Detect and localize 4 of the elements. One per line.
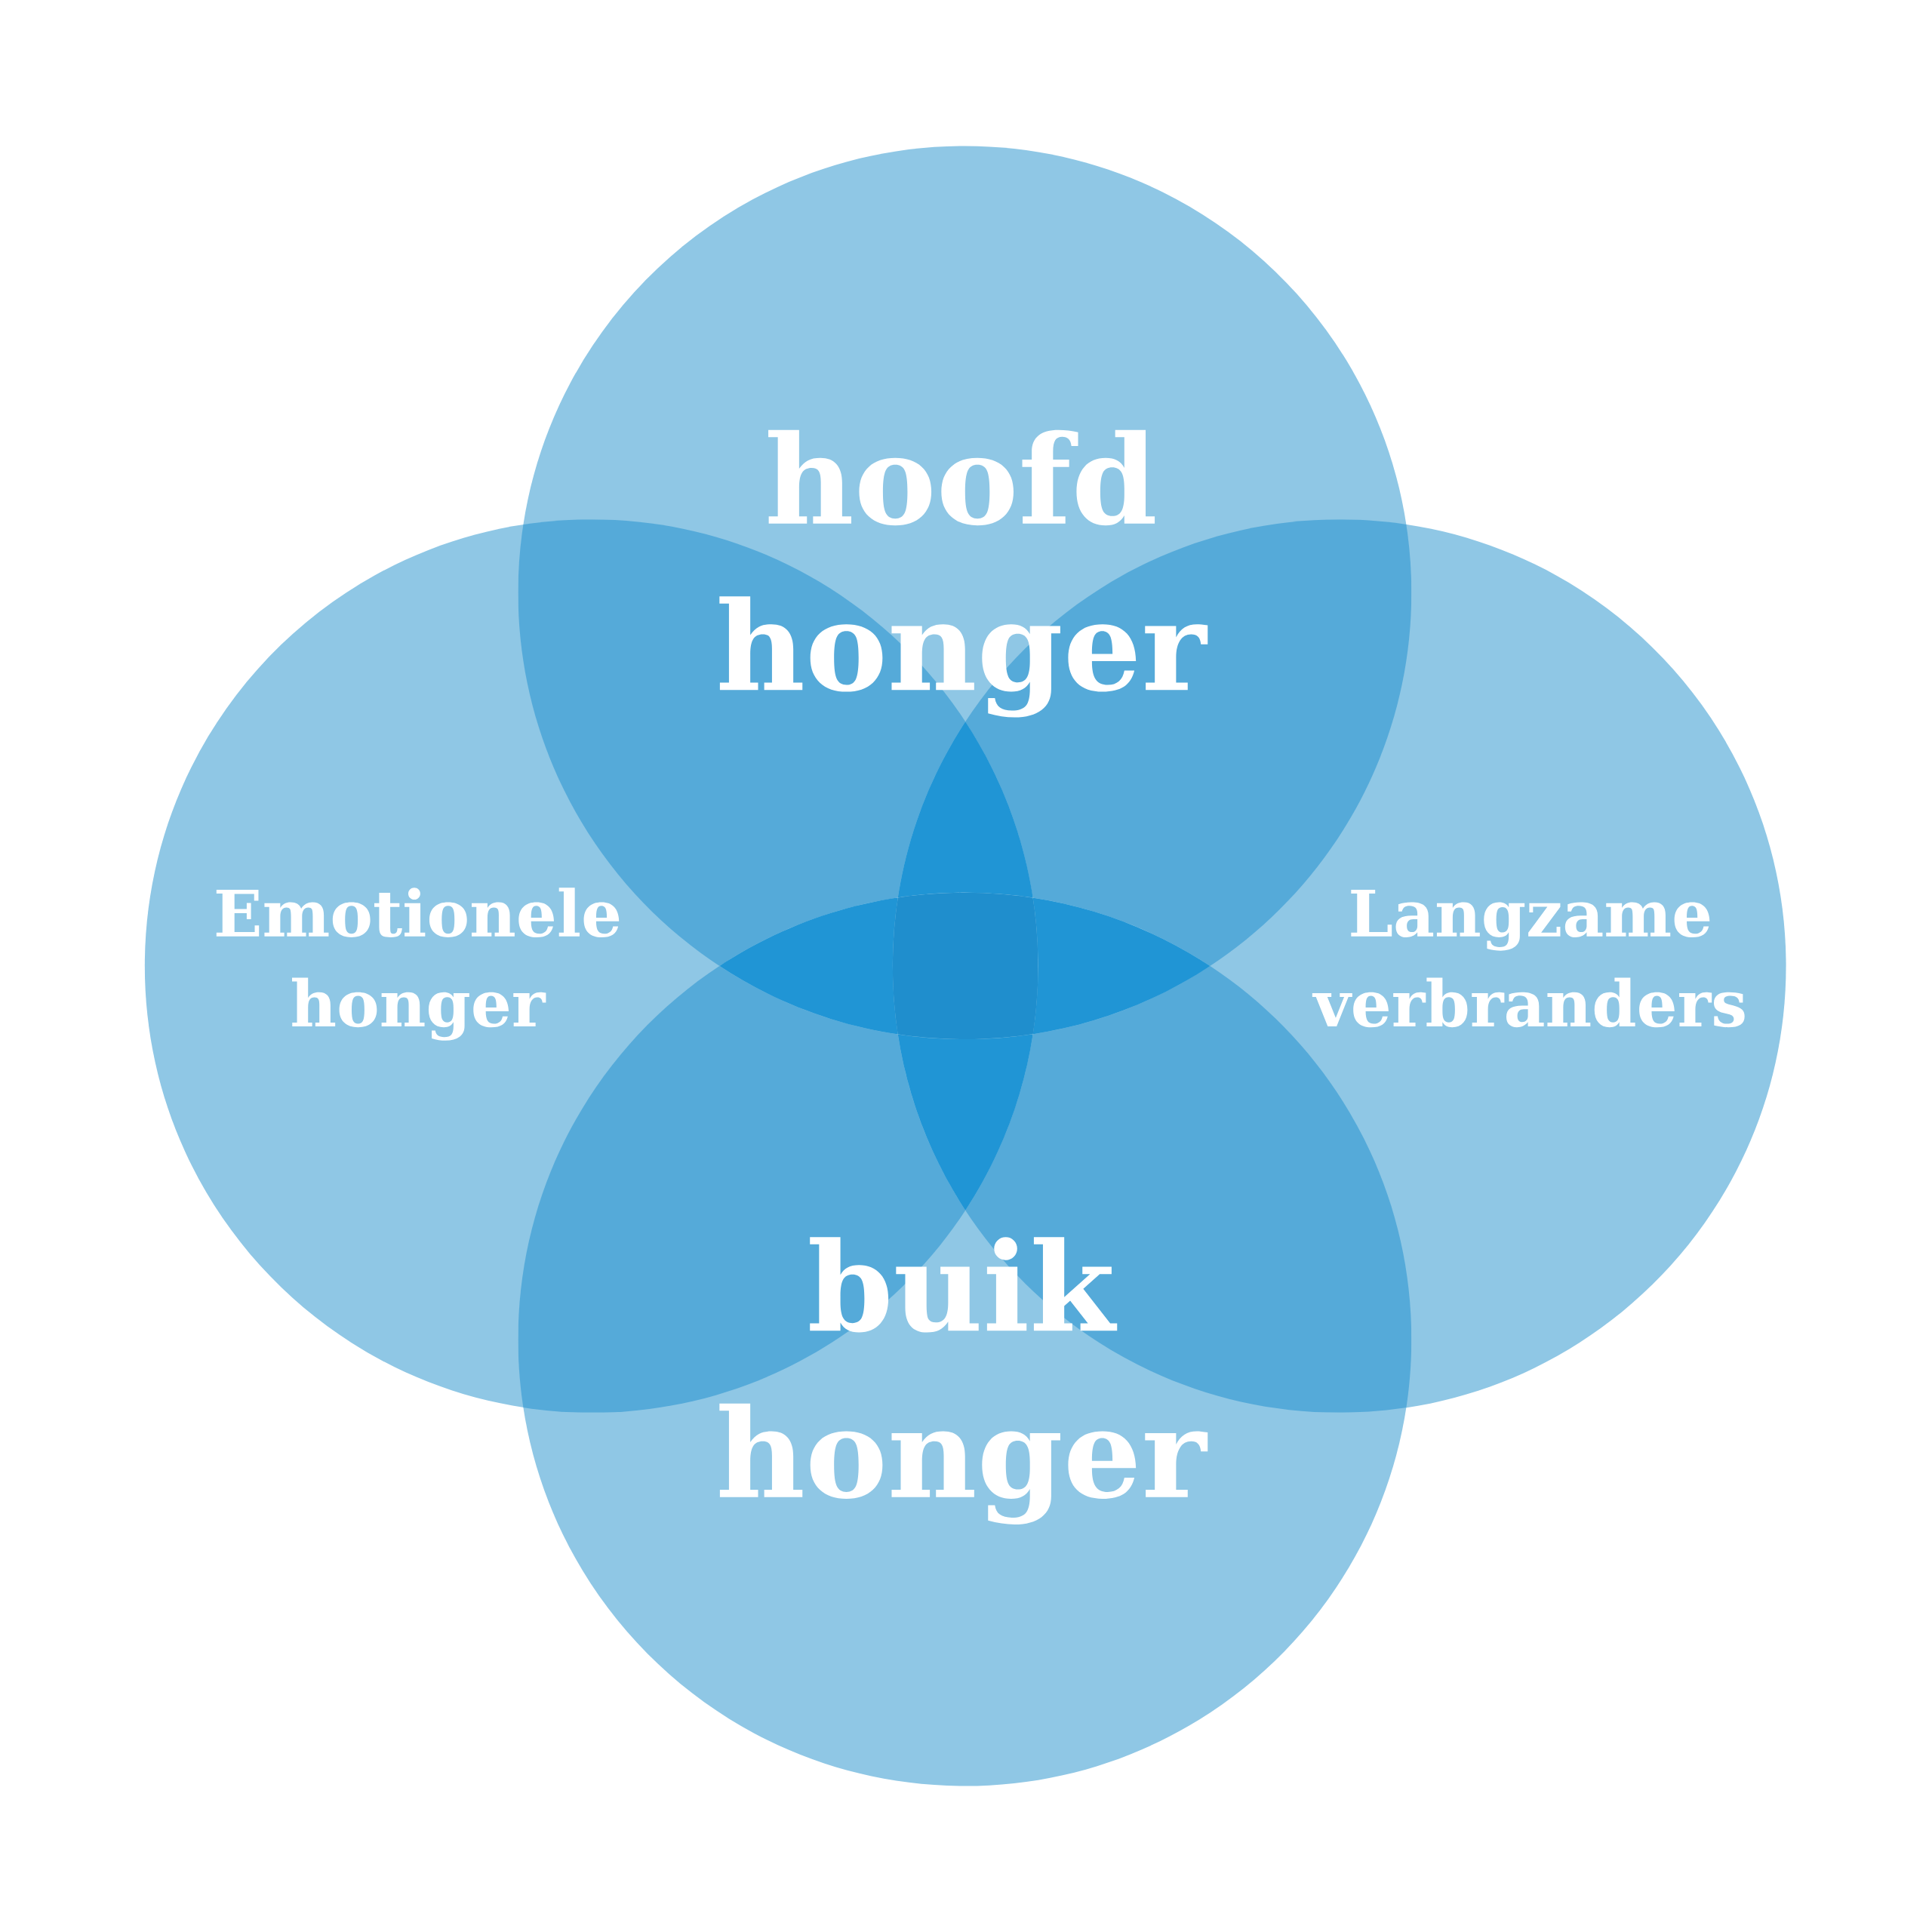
set-label: Emotionele honger <box>216 888 620 1041</box>
set-label: Langzame verbranders <box>1312 889 1745 1028</box>
set-label: buik honger <box>719 1237 1208 1524</box>
set-label: hoofd honger <box>719 429 1208 718</box>
